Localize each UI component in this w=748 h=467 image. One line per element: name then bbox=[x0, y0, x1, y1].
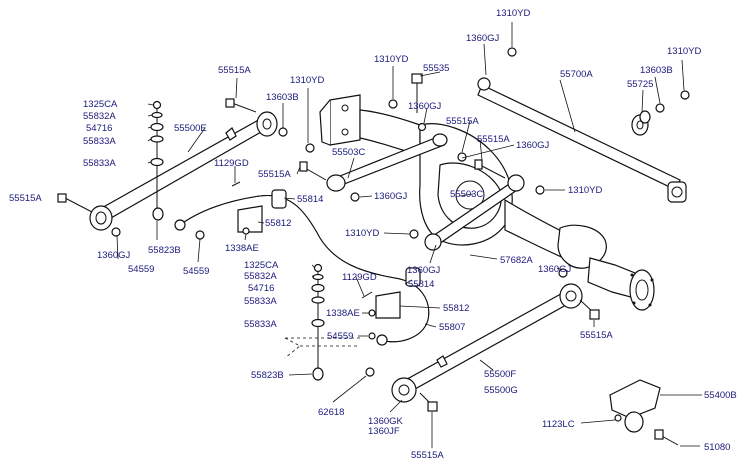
label-55807: 55807 bbox=[439, 322, 465, 333]
label-55823B: 55823B bbox=[251, 370, 284, 381]
nut-13603B-right bbox=[655, 103, 665, 113]
label-1310YD: 1310YD bbox=[345, 228, 379, 239]
label-55500F: 55500F bbox=[484, 369, 516, 380]
bolt-55535 bbox=[411, 73, 423, 113]
nut-1310YD-lower bbox=[535, 185, 545, 195]
label-54559: 54559 bbox=[327, 331, 353, 342]
label-1129GD: 1129GD bbox=[342, 272, 377, 283]
label-1325CA: 1325CA bbox=[83, 99, 118, 110]
label-54716: 54716 bbox=[86, 123, 112, 134]
label-57682A: 57682A bbox=[500, 255, 533, 266]
label-1360GJ: 1360GJ bbox=[516, 140, 550, 151]
label-55515A: 55515A bbox=[446, 116, 479, 127]
label-55535: 55535 bbox=[423, 63, 449, 74]
label-1338AE: 1338AE bbox=[225, 243, 259, 254]
label-1360GJ: 1360GJ bbox=[407, 265, 441, 276]
nut-13603B-left bbox=[278, 127, 288, 137]
label-1325CA: 1325CA bbox=[244, 260, 279, 271]
label-1129GD: 1129GD bbox=[214, 158, 249, 169]
label-55400B: 55400B bbox=[704, 390, 737, 401]
label-51080: 51080 bbox=[704, 442, 730, 453]
label-55515A: 55515A bbox=[477, 134, 510, 145]
link-55503C-upper bbox=[299, 133, 448, 192]
leader-lines bbox=[116, 22, 702, 448]
nut-1310YD-top bbox=[507, 47, 517, 57]
label-54716: 54716 bbox=[248, 283, 274, 294]
nut-1360GJ-right bbox=[558, 268, 568, 278]
nut-1310YD-left bbox=[305, 143, 315, 153]
nut-1338AE-upper bbox=[242, 227, 250, 235]
nut-1360GJ-lower bbox=[350, 192, 360, 202]
label-55832A: 55832A bbox=[83, 111, 116, 122]
label-1310YD: 1310YD bbox=[568, 185, 602, 196]
label-62618: 62618 bbox=[318, 407, 344, 418]
label-1360GJ: 1360GJ bbox=[538, 264, 572, 275]
label-54559: 54559 bbox=[183, 266, 209, 277]
label-13603B: 13603B bbox=[266, 92, 299, 103]
label-1338AE: 1338AE bbox=[326, 308, 360, 319]
label-1360GJ: 1360GJ bbox=[374, 191, 408, 202]
label-1123LC: 1123LC bbox=[542, 419, 575, 430]
label-55812: 55812 bbox=[443, 303, 469, 314]
drawing bbox=[57, 47, 690, 446]
label-1360GK: 1360GK bbox=[368, 416, 404, 427]
label-55700A: 55700A bbox=[560, 69, 593, 80]
label-1360GJ: 1360GJ bbox=[466, 33, 500, 44]
label-55515A: 55515A bbox=[258, 169, 291, 180]
bracket-55400B bbox=[609, 379, 679, 446]
rear-axle-housing bbox=[319, 94, 655, 311]
bolt-1129GD-lower bbox=[361, 291, 373, 299]
label-1310YD: 1310YD bbox=[667, 46, 701, 57]
label-55823B: 55823B bbox=[148, 245, 181, 256]
label-1310YD: 1310YD bbox=[290, 75, 324, 86]
label-55515A: 55515A bbox=[9, 193, 42, 204]
nut-1310YD-axle bbox=[409, 229, 419, 239]
label-55812: 55812 bbox=[265, 218, 291, 229]
label-55515A: 55515A bbox=[411, 450, 444, 461]
label-55500E: 55500E bbox=[174, 123, 207, 134]
label-55833A: 55833A bbox=[244, 319, 277, 330]
lower-arm-55500F bbox=[391, 283, 600, 412]
nut-1310YD-right bbox=[680, 90, 690, 100]
label-55503C: 55503C bbox=[450, 189, 483, 200]
label-54559: 54559 bbox=[128, 264, 154, 275]
label-55832A: 55832A bbox=[244, 271, 277, 282]
stabilizer-link-lower bbox=[284, 263, 376, 381]
label-55814: 55814 bbox=[408, 279, 434, 290]
upper-arm-55700A bbox=[477, 77, 687, 203]
label-55833A: 55833A bbox=[244, 296, 277, 307]
label-55814: 55814 bbox=[297, 194, 323, 205]
link-55503C-lower bbox=[424, 159, 525, 251]
stabilizer-bar-55807 bbox=[174, 189, 430, 346]
label-1360JF: 1360JF bbox=[368, 426, 400, 437]
lower-arm-55500E bbox=[57, 98, 278, 231]
label-1360GJ: 1360GJ bbox=[97, 250, 131, 261]
nut-1360GJ-mid bbox=[417, 122, 427, 132]
label-13603B: 13603B bbox=[640, 65, 673, 76]
nut-1310YD-mid bbox=[388, 99, 398, 109]
label-55515A: 55515A bbox=[218, 65, 251, 76]
bushing-55725 bbox=[631, 110, 651, 136]
label-55500G: 55500G bbox=[484, 385, 518, 396]
label-1310YD: 1310YD bbox=[496, 8, 530, 19]
bolt-1129GD-upper bbox=[231, 181, 241, 187]
part-labels: 1310YD 1360GJ 1310YD 55515A 1310YD 55535… bbox=[9, 8, 737, 461]
label-55833A: 55833A bbox=[83, 158, 116, 169]
label-55503C: 55503C bbox=[332, 147, 365, 158]
nut-62618 bbox=[365, 367, 375, 377]
label-55833A: 55833A bbox=[83, 136, 116, 147]
label-1310YD: 1310YD bbox=[374, 54, 408, 65]
label-55515A: 55515A bbox=[580, 330, 613, 341]
label-1360GJ: 1360GJ bbox=[408, 101, 442, 112]
label-55725: 55725 bbox=[627, 79, 653, 90]
